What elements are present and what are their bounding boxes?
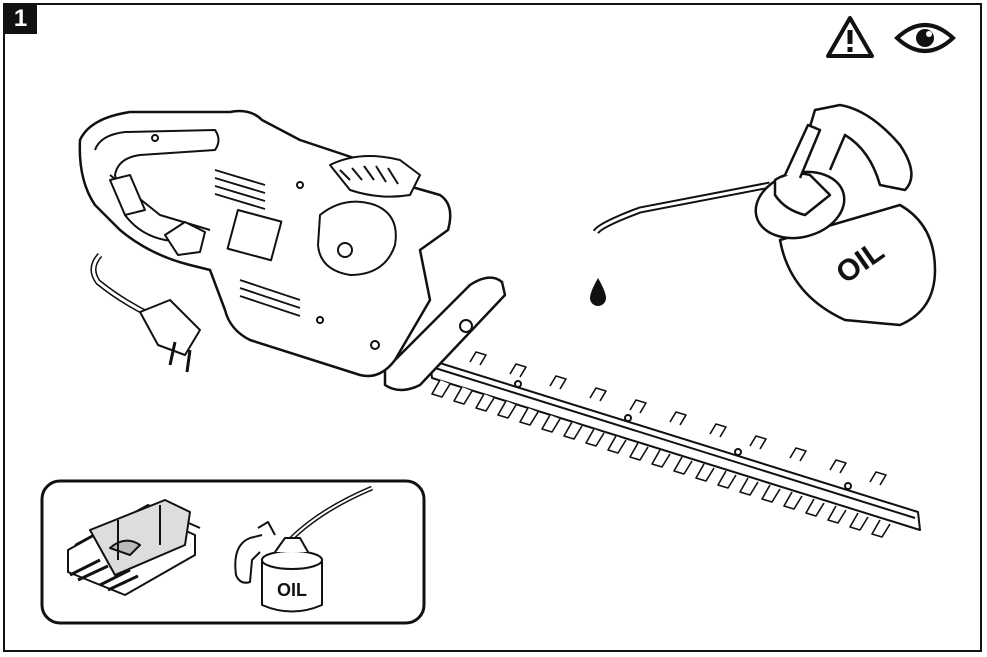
step-number-badge: 1 — [4, 4, 37, 34]
eye-icon — [894, 23, 956, 53]
warning-triangle-icon — [826, 16, 874, 58]
trimmer-blade — [429, 351, 921, 538]
inset-oil-can-label: OIL — [277, 580, 307, 600]
blade-cross-section — [67, 499, 201, 596]
hedge-trimmer — [78, 109, 921, 538]
power-plug — [139, 299, 201, 356]
hand-guard — [383, 276, 507, 392]
oil-drop-icon — [590, 278, 606, 306]
page-frame — [3, 3, 982, 652]
oil-can-small — [234, 485, 373, 613]
inset-panel: OIL — [40, 479, 426, 625]
oil-can-large — [592, 103, 937, 327]
